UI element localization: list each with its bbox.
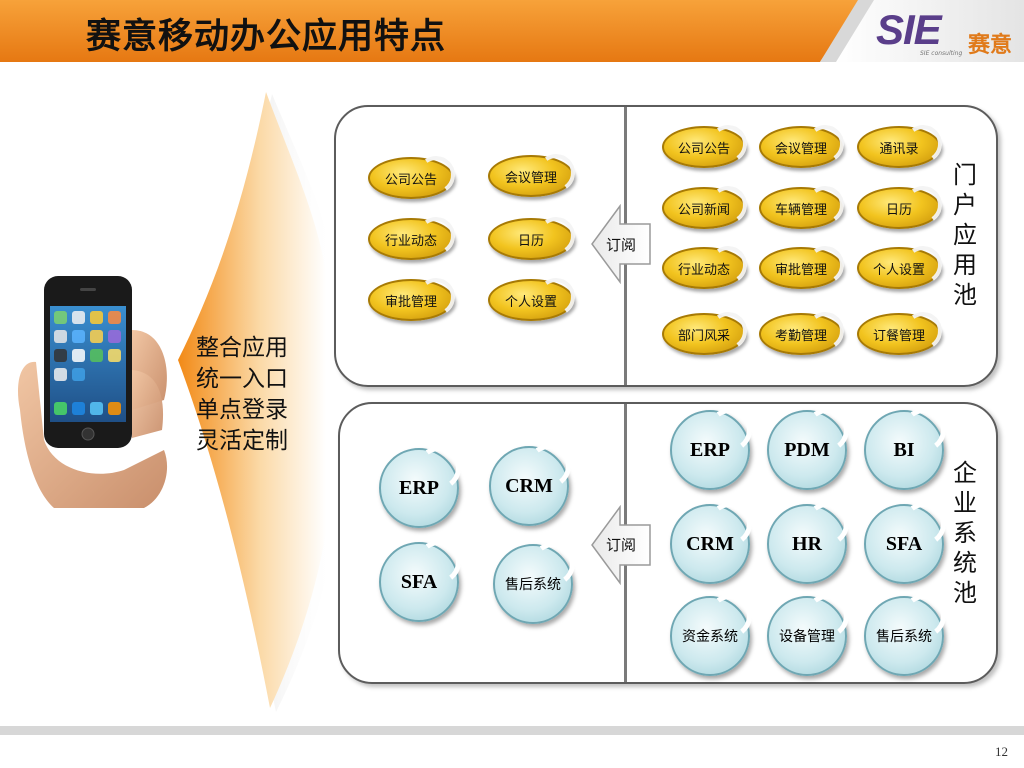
portal-pool-app[interactable]: 部门风采 [662,313,746,355]
enterprise-pool-label: 企业系统池 [953,459,977,607]
enterprise-pool-system[interactable]: BI [864,410,944,490]
portal-pool-app[interactable]: 车辆管理 [759,187,843,229]
portal-pool-app[interactable]: 会议管理 [759,126,843,168]
portal-pool-app[interactable]: 个人设置 [857,247,941,289]
portal-pool-app[interactable]: 考勤管理 [759,313,843,355]
portal-pool-app[interactable]: 公司新闻 [662,187,746,229]
page-number: 12 [995,744,1008,759]
portal-pool-app[interactable]: 日历 [857,187,941,229]
feature-line: 单点登录 [196,397,288,423]
integration-banner-shape [178,92,336,712]
enterprise-selected-system[interactable]: 售后系统 [493,544,573,624]
enterprise-pool-system[interactable]: SFA [864,504,944,584]
portal-pool-app[interactable]: 审批管理 [759,247,843,289]
page-title: 赛意移动办公应用特点 [86,17,447,57]
enterprise-selected-system[interactable]: CRM [489,446,569,526]
enterprise-pool-system[interactable]: 设备管理 [767,596,847,676]
logo-subtitle: SIE consulting [920,50,963,57]
portal-selected-app[interactable]: 行业动态 [368,218,454,260]
header-bar: 赛意移动办公应用特点 SIE 赛意 SIE consulting [0,0,1024,62]
enterprise-pool-system[interactable]: PDM [767,410,847,490]
subscribe-arrow-icon [591,505,651,585]
footer-bar [0,726,1024,735]
enterprise-pool-system[interactable]: CRM [670,504,750,584]
portal-pool-app[interactable]: 行业动态 [662,247,746,289]
portal-selected-app[interactable]: 个人设置 [488,279,574,321]
portal-selected-app[interactable]: 审批管理 [368,279,454,321]
feature-summary: 整合应用 统一入口 单点登录 灵活定制 [196,333,316,457]
enterprise-subscribe-label: 订阅 [606,536,637,554]
portal-selected-app[interactable]: 会议管理 [488,155,574,197]
portal-selected-app[interactable]: 公司公告 [368,157,454,199]
portal-pool-app[interactable]: 订餐管理 [857,313,941,355]
subscribe-arrow-icon [591,204,651,284]
header-background [0,0,1024,62]
logo-brand: SIE [876,6,942,53]
enterprise-pool-system[interactable]: 资金系统 [670,596,750,676]
enterprise-selected-system[interactable]: SFA [379,542,459,622]
portal-selected-app[interactable]: 日历 [488,218,574,260]
portal-subscribe-label: 订阅 [606,236,637,254]
enterprise-pool-system[interactable]: HR [767,504,847,584]
feature-line: 灵活定制 [196,428,288,454]
phone-in-hand-image [17,276,168,508]
feature-line: 统一入口 [196,366,288,392]
enterprise-pool-system[interactable]: 售后系统 [864,596,944,676]
enterprise-selected-system[interactable]: ERP [379,448,459,528]
portal-pool-label: 门户应用池 [953,161,977,309]
portal-pool-app[interactable]: 通讯录 [857,126,941,168]
logo-chinese: 赛意 [968,33,1013,58]
portal-pool-app[interactable]: 公司公告 [662,126,746,168]
enterprise-pool-system[interactable]: ERP [670,410,750,490]
feature-line: 整合应用 [196,335,288,361]
